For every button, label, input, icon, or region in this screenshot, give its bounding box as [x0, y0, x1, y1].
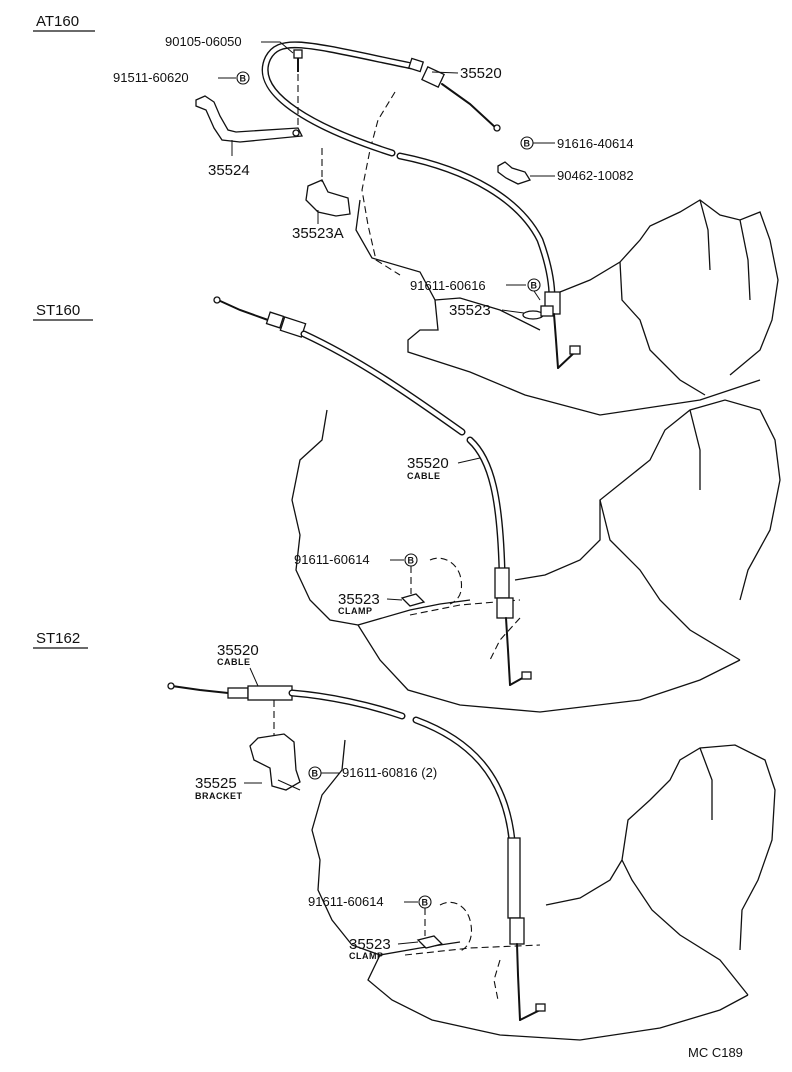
label-35520-st160: 35520	[407, 455, 449, 472]
clamp-35523a	[305, 148, 351, 217]
clip-90462-10082	[497, 161, 531, 185]
label-91611-60614-st160: 91611-60614	[294, 552, 370, 567]
section-title-st162: ST162	[36, 630, 80, 647]
label-35523-st162: 35523	[349, 936, 391, 953]
section-title-st160: ST160	[36, 302, 80, 319]
clamp-35523-at160	[522, 305, 554, 320]
label-35523-st160: 35523	[338, 591, 380, 608]
label-35523a: 35523A	[292, 225, 344, 242]
label-91611-60614-st162: 91611-60614	[308, 894, 384, 909]
bracket-35524	[195, 95, 304, 156]
label-clamp-st162: CLAMP	[349, 951, 384, 961]
label-35525: 35525	[195, 775, 237, 792]
section-st160: ST160	[33, 296, 781, 713]
section-title-at160: AT160	[36, 13, 79, 30]
label-cable-st162: CABLE	[217, 657, 251, 667]
transmission-outline-st162	[311, 739, 776, 1041]
label-bracket: BRACKET	[195, 791, 243, 801]
svg-text:B: B	[531, 281, 538, 291]
label-35520-at160: 35520	[460, 65, 502, 82]
label-91616-40614: 91616-40614	[557, 136, 634, 151]
svg-text:B: B	[240, 74, 247, 84]
svg-text:B: B	[422, 898, 429, 908]
cable-35520-st160	[213, 296, 532, 686]
section-at160: AT160	[33, 13, 779, 416]
cable-35520-st162	[167, 682, 546, 1021]
bolt-90105-06050	[293, 49, 303, 128]
label-91611-60616: 91611-60616	[410, 278, 486, 293]
bracket-35525	[249, 700, 301, 791]
clamp-35523-st160	[400, 593, 426, 607]
label-90105-06050: 90105-06050	[165, 34, 242, 49]
footer-code: MC C189	[688, 1045, 743, 1060]
b-mark-icon	[236, 71, 250, 85]
label-35523-at160: 35523	[449, 302, 491, 319]
label-35524: 35524	[208, 162, 250, 179]
svg-text:B: B	[312, 769, 319, 779]
label-91511-60620: 91511-60620	[113, 70, 189, 85]
svg-text:B: B	[408, 556, 415, 566]
section-st162: ST162	[33, 630, 776, 1041]
clamp-35523-st162	[416, 935, 444, 949]
label-cable-st160: CABLE	[407, 471, 441, 481]
label-90462-10082: 90462-10082	[557, 168, 634, 183]
label-clamp-st160: CLAMP	[338, 606, 373, 616]
label-35520-st162: 35520	[217, 642, 259, 659]
transmission-outline-st160	[291, 399, 781, 713]
transmission-outline-at160	[355, 91, 779, 416]
svg-text:B: B	[524, 139, 531, 149]
label-91611-60816: 91611-60816 (2)	[342, 765, 437, 780]
